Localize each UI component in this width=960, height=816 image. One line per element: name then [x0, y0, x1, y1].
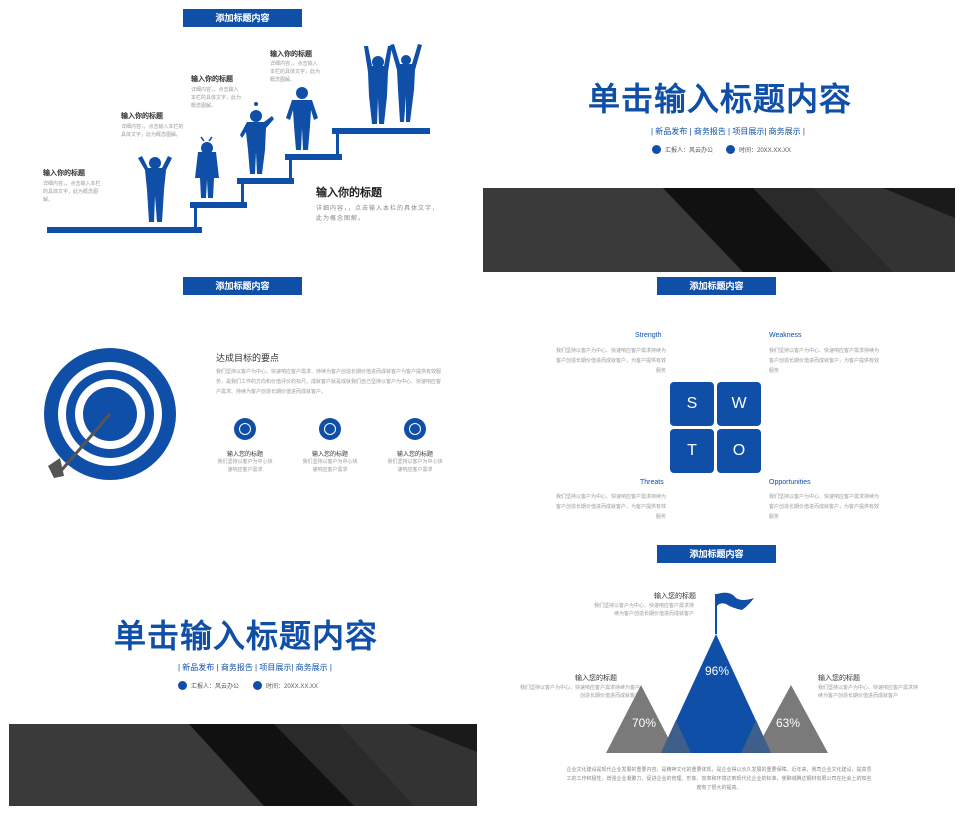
swot-threats-text: 我们坚持以客户为中心、快速响应客户需求持续为客户创造长期价值进而成就客户，为客户…	[556, 494, 667, 520]
cover-reporter: 汇报人：风云办公	[178, 681, 239, 690]
flag-icon	[717, 592, 754, 610]
clock-icon	[726, 145, 735, 154]
user-icon	[652, 145, 661, 154]
time-text: 时间：20XX.XX.XX	[266, 684, 319, 690]
slide-mountains: 添加标题内容 输入您的标题 我们坚持以客户为中心、快速响应客户需求持续为客户创造…	[480, 544, 960, 816]
target-item-text-3: 我们坚持以客户为中心快速响应客户需求	[387, 459, 443, 473]
clock-icon	[319, 418, 341, 440]
swot-t-tile: T	[670, 429, 714, 473]
section-badge: 添加标题内容	[183, 277, 302, 295]
stairs-illustration	[47, 44, 430, 233]
target-item-text-2: 我们坚持以客户为中心快速响应客户需求	[302, 459, 358, 473]
compass-icon	[234, 418, 256, 440]
section-badge: 添加标题内容	[657, 545, 776, 563]
user-icon	[178, 681, 187, 690]
mountain-pct-right: 63%	[776, 716, 801, 730]
mountain-top-label: 输入您的标题	[654, 593, 696, 600]
step-detail-2: 详细内容，，点击输入本栏的具体文字，此为概念图解。	[121, 124, 184, 138]
section-badge: 添加标题内容	[183, 9, 302, 27]
slide-target: 添加标题内容 达成目标的要点 我们坚持以客户为中心、快速响应客户需求、持续为客户…	[0, 272, 480, 544]
step-heading-3: 输入你的标题	[191, 76, 233, 83]
reporter-text: 汇报人：风云办公	[191, 684, 240, 690]
swot-opportunities-title: Opportunities	[769, 479, 811, 486]
step-heading-2: 输入你的标题	[121, 113, 163, 120]
slide-cover-1: 单击输入标题内容 | 新品发布 | 商务报告 | 项目展示| 商务展示 | 汇报…	[480, 0, 960, 272]
mountain-chart	[606, 592, 828, 753]
cover-reporter: 汇报人：风云办公	[652, 145, 713, 154]
cover-time: 时间：20XX.XX.XX	[726, 145, 791, 154]
dark-banner	[9, 724, 477, 806]
mountain-right-text: 我们坚持以客户为中心、快速响应客户需求持续为客户创造长期价值进而成就客户	[818, 685, 919, 699]
swot-opportunities-text: 我们坚持以客户为中心、快速响应客户需求持续为客户创造长期价值进而成就客户，为客户…	[769, 494, 880, 520]
cover-title: 单击输入标题内容	[114, 618, 379, 654]
time-text: 时间：20XX.XX.XX	[739, 148, 792, 154]
mountain-pct-center: 96%	[705, 664, 730, 678]
stairs-main-heading: 输入你的标题	[316, 187, 382, 199]
slide-cover-2: 单击输入标题内容 | 新品发布 | 商务报告 | 项目展示| 商务展示 | 汇报…	[0, 544, 480, 816]
target-item-label-2: 输入您的标题	[311, 452, 348, 458]
mountain-footer: 企业文化建设是现代企业发展的重要内容，是精神文化的重要体现，是企业得以长久发展的…	[566, 767, 872, 791]
target-item-label-3: 输入您的标题	[396, 452, 433, 458]
step-detail-1: 详细内容，，点击输入本栏的具体文字，此为概念图解。	[43, 181, 101, 203]
slide-stairs: 添加标题内容	[0, 0, 480, 272]
cover-time: 时间：20XX.XX.XX	[253, 681, 318, 690]
swot-s-tile: S	[670, 382, 714, 426]
reporter-text: 汇报人：风云办公	[665, 148, 714, 154]
mountain-right-label: 输入您的标题	[818, 675, 860, 682]
mountain-top-text: 我们坚持以客户为中心、快速响应客户需求持续为客户创造长期价值进而成就客户	[594, 603, 695, 617]
step-detail-4: 详细内容，，点击输入本栏的具体文字，此为概念图解。	[270, 61, 321, 83]
swot-threats-title: Threats	[640, 479, 664, 486]
stairs-main-detail: 详细内容，，点击输入本栏的具体文字，此为概念图解。	[316, 206, 440, 222]
swot-o-tile: O	[717, 429, 761, 473]
mountain-pct-left: 70%	[632, 716, 657, 730]
step-heading-4: 输入你的标题	[270, 51, 312, 58]
cover-subtitle: | 新品发布 | 商务报告 | 项目展示| 商务展示 |	[651, 127, 805, 136]
target-heading: 达成目标的要点	[216, 353, 280, 363]
compass-icon	[404, 418, 426, 440]
swot-weakness-text: 我们坚持以客户为中心、快速响应客户需求持续为客户创造长期价值进而成就客户，为客户…	[769, 348, 880, 374]
cover-subtitle: | 新品发布 | 商务报告 | 项目展示| 商务展示 |	[178, 663, 332, 672]
swot-strength-text: 我们坚持以客户为中心、快速响应客户需求持续为客户创造长期价值进而成就客户，为客户…	[556, 348, 667, 374]
swot-w-tile: W	[717, 382, 761, 426]
slide-swot: 添加标题内容 Strength 我们坚持以客户为中心、快速响应客户需求持续为客户…	[480, 272, 960, 544]
step-detail-3: 详细内容，，点击输入本栏的具体文字，此为概念图解。	[191, 87, 242, 109]
mountain-left-label: 输入您的标题	[575, 675, 617, 682]
section-badge: 添加标题内容	[657, 277, 776, 295]
clock-icon	[253, 681, 262, 690]
cover-title: 单击输入标题内容	[588, 81, 853, 117]
swot-weakness-title: Weakness	[769, 332, 802, 339]
target-item-label-1: 输入您的标题	[226, 452, 263, 458]
target-item-text-1: 我们坚持以客户为中心快速响应客户需求	[217, 459, 273, 473]
target-icon	[44, 348, 176, 480]
mountain-left-text: 我们坚持以客户为中心、快速响应客户需求持续为客户创造长期价值进而成就客户	[520, 685, 641, 699]
swot-strength-title: Strength	[635, 332, 662, 339]
target-paragraph: 我们坚持以客户为中心、快速响应客户需求、持续为客户创造长期价值进而成就客户为客户…	[216, 369, 442, 395]
step-heading-1: 输入你的标题	[43, 170, 85, 177]
dark-banner	[483, 188, 955, 272]
